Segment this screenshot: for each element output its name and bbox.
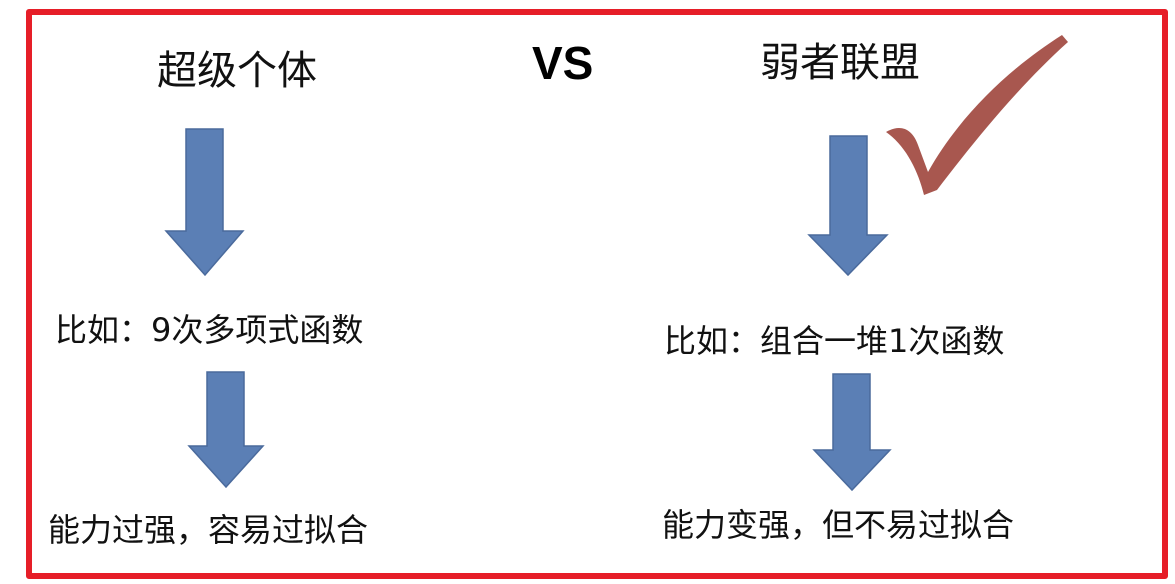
left-example-text: 比如：9次多项式函数 <box>55 311 364 349</box>
right-example-text: 比如：组合一堆1次函数 <box>664 322 1005 360</box>
left-title: 超级个体 <box>157 48 317 94</box>
right-title: 弱者联盟 <box>760 40 920 86</box>
comparison-frame <box>26 9 1168 579</box>
checkmark-icon <box>886 35 1068 195</box>
left-result-text: 能力过强，容易过拟合 <box>48 511 369 549</box>
vs-label: VS <box>532 37 594 89</box>
right-arrow-down-icon-1 <box>807 135 889 277</box>
right-result-text: 能力变强，但不易过拟合 <box>662 506 1015 544</box>
left-arrow-down-icon-2 <box>187 371 265 489</box>
left-arrow-down-icon-1 <box>164 128 245 277</box>
right-arrow-down-icon-2 <box>812 373 892 492</box>
